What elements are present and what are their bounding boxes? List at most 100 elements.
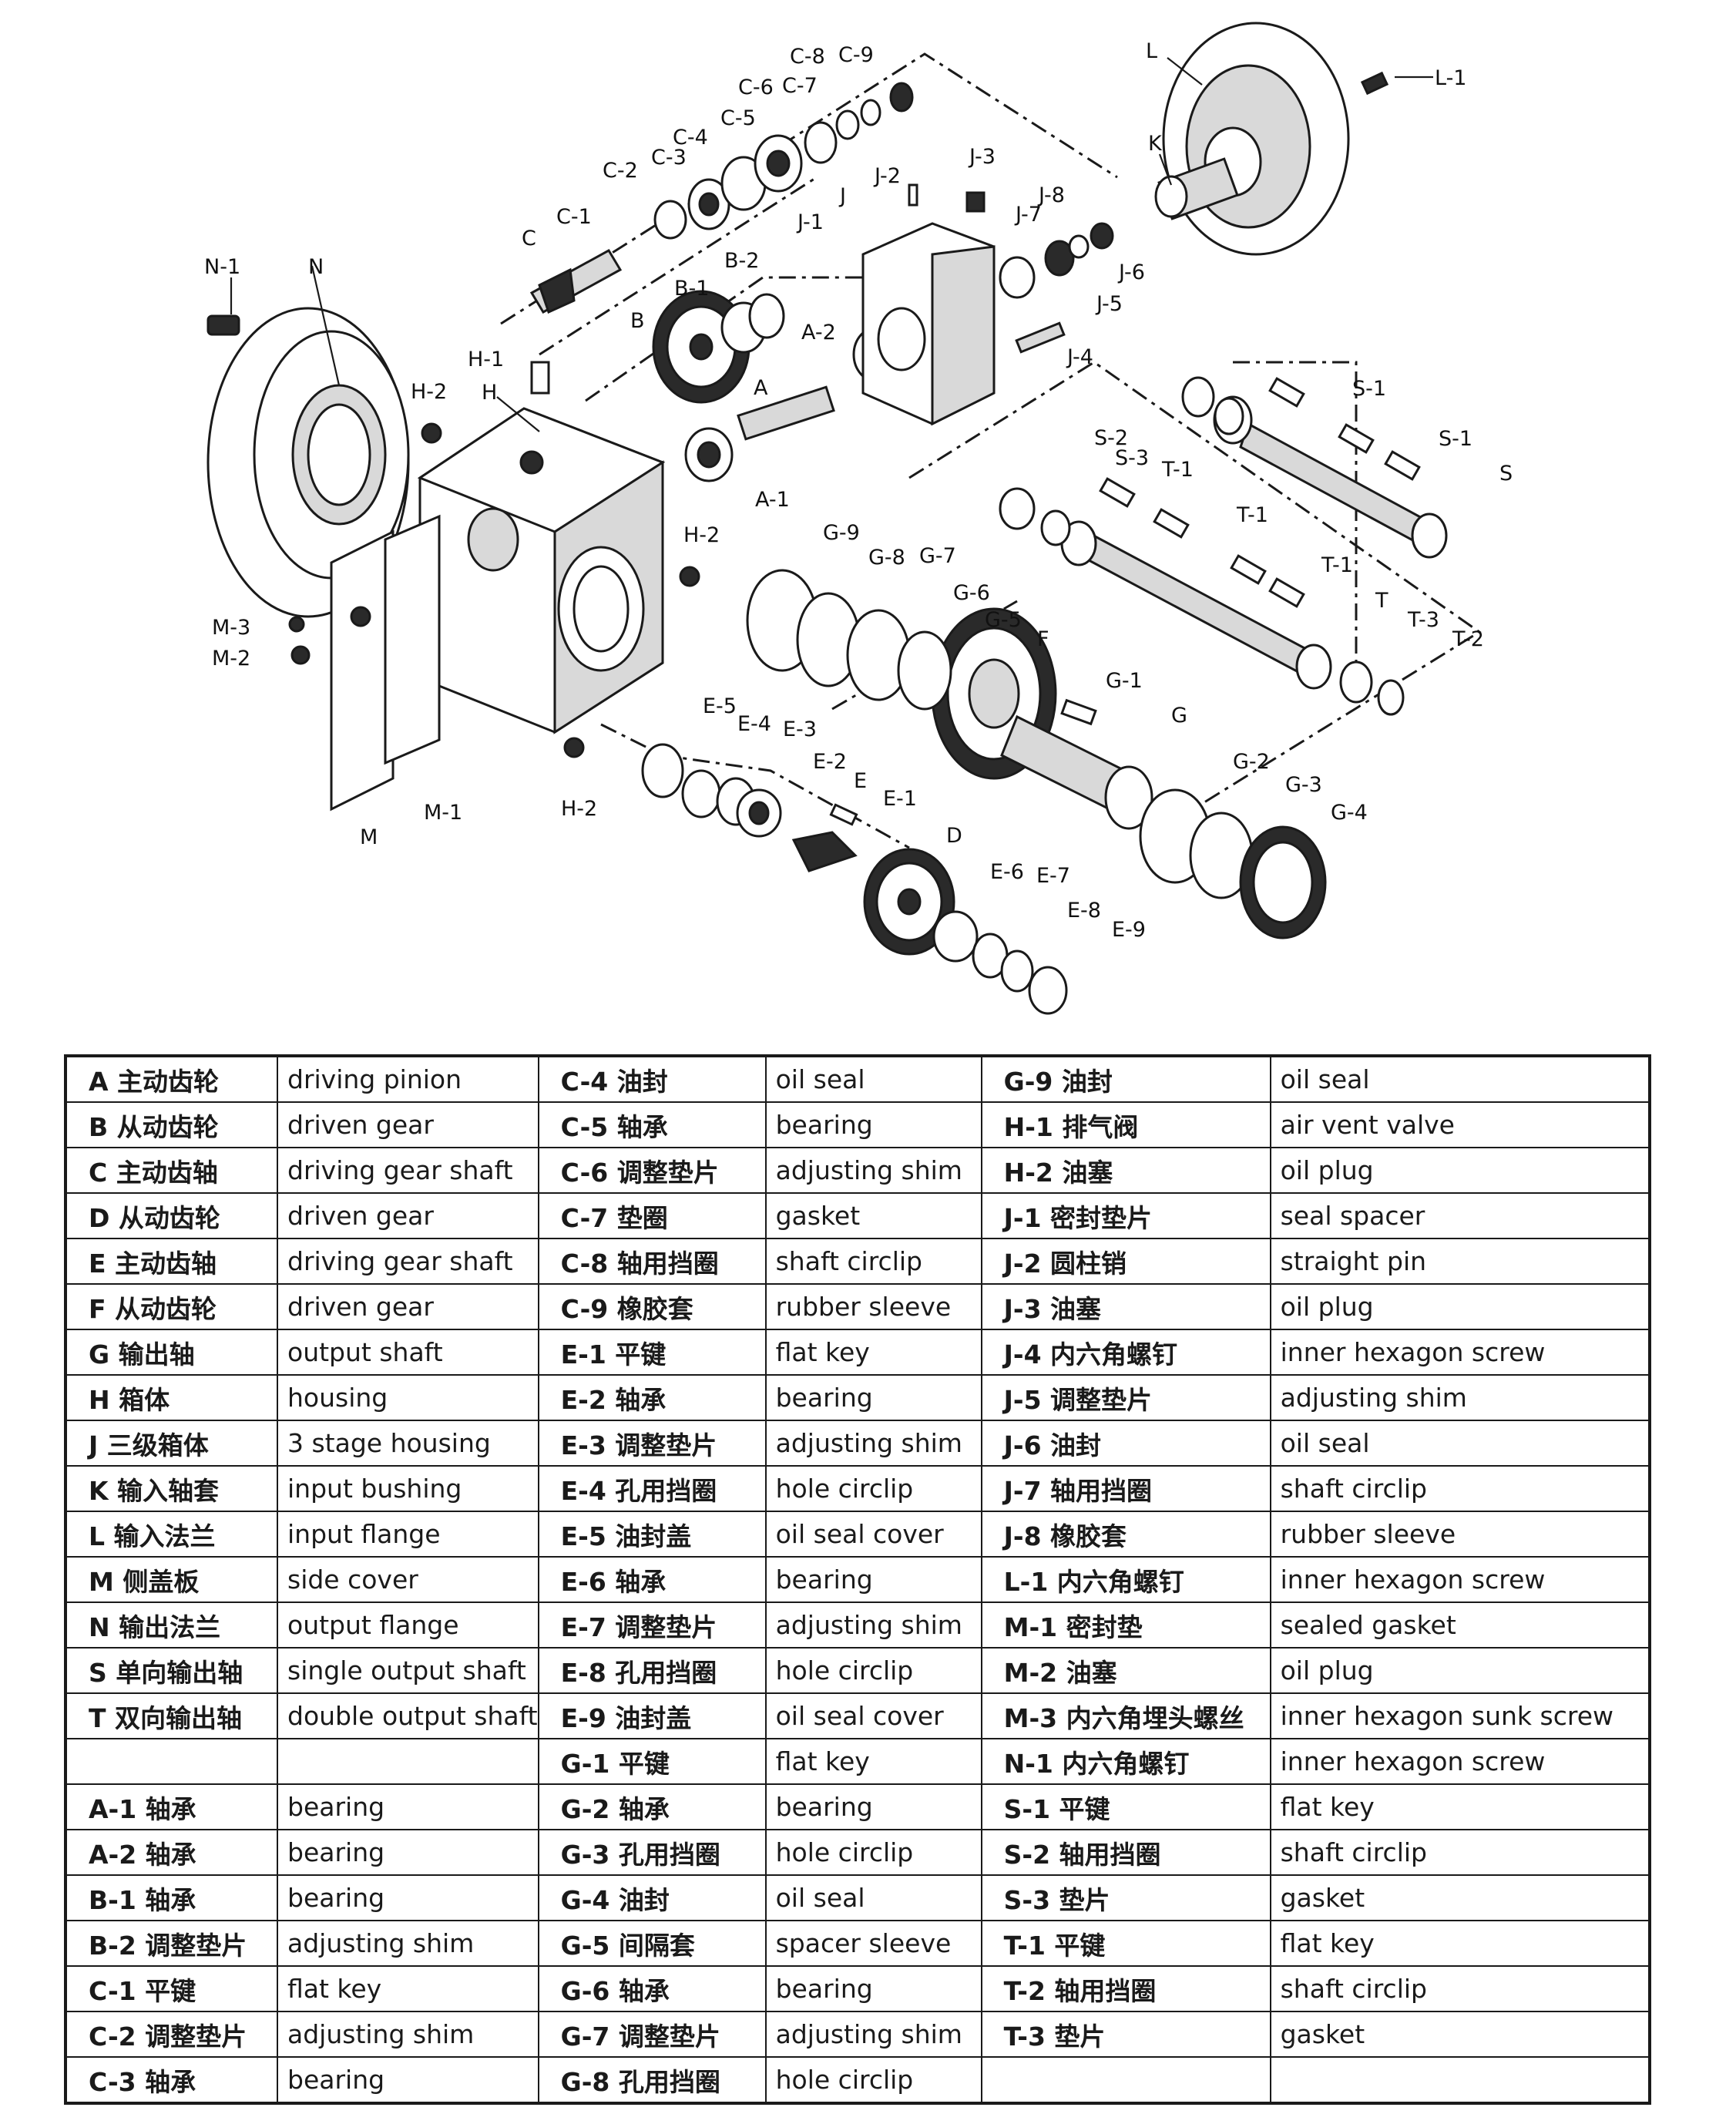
part-name-cell: adjusting shim	[764, 1601, 982, 1649]
driving-gear-shaft-e	[791, 831, 858, 872]
part-name-cell: driving pinion	[277, 1055, 539, 1103]
label-j-8: J-8	[1037, 183, 1065, 207]
label-a-2: A-2	[801, 321, 836, 344]
part-code-cell: M-1 密封垫	[980, 1601, 1271, 1649]
part-code-cell: C-4 油封	[537, 1055, 767, 1103]
label-e: E	[854, 769, 867, 793]
part-code-cell: G-3 孔用挡圈	[537, 1829, 767, 1876]
part-code-cell: C-7 垫圈	[537, 1192, 767, 1239]
part-code-cell: S 单向输出轴	[65, 1647, 278, 1694]
screw-l1	[1360, 71, 1389, 96]
part-name-cell: housing	[277, 1374, 539, 1421]
label-j: J	[838, 184, 846, 208]
part-code-cell: C-3 轴承	[65, 2056, 278, 2104]
label-t-2: T-2	[1452, 627, 1484, 651]
part-code-cell: B-2 调整垫片	[65, 1920, 278, 1967]
label-e-7: E-7	[1036, 864, 1070, 888]
label-k: K	[1148, 132, 1163, 156]
part-name-cell: oil plug	[1269, 1283, 1650, 1330]
part-name-cell: driving gear shaft	[277, 1147, 539, 1194]
label-t-3: T-3	[1407, 608, 1439, 632]
label-c-8: C-8	[790, 45, 825, 69]
part-code-cell: T 双向输出轴	[65, 1692, 278, 1739]
label-b: B	[630, 309, 645, 333]
part-name-cell: oil seal cover	[764, 1692, 982, 1739]
part-name-cell: sealed gasket	[1269, 1601, 1650, 1649]
part-code-cell: C-1 平键	[65, 1965, 278, 2012]
part-name-cell: bearing	[277, 1874, 539, 1921]
part-code-cell: E-4 孔用挡圈	[537, 1465, 767, 1512]
label-g-3: G-3	[1285, 773, 1322, 797]
part-code-cell: J-8 橡胶套	[980, 1511, 1271, 1558]
label-e-3: E-3	[783, 718, 817, 741]
part-name-cell: shaft circlip	[1269, 1465, 1650, 1512]
label-g-6: G-6	[953, 581, 990, 605]
part-name-cell: oil seal cover	[764, 1511, 982, 1558]
part-code-cell: L 输入法兰	[65, 1511, 278, 1558]
part-name-cell: gasket	[1269, 2011, 1650, 2058]
part-name-cell: output flange	[277, 1601, 539, 1649]
part-name-cell: side cover	[277, 1556, 539, 1603]
label-c-9: C-9	[838, 43, 874, 67]
label-m-2: M-2	[212, 647, 250, 670]
driven-gear-d	[863, 848, 955, 956]
label-e-1: E-1	[883, 787, 917, 811]
part-code-cell: J-1 密封垫片	[980, 1192, 1271, 1239]
part-code-cell: B-1 轴承	[65, 1874, 278, 1921]
part-code-cell: G-8 孔用挡圈	[537, 2056, 767, 2104]
part-code-cell: J-4 内六角螺钉	[980, 1329, 1271, 1376]
input-flange-l	[1162, 22, 1350, 256]
part-name-cell: flat key	[1269, 1920, 1650, 1967]
label-c-7: C-7	[782, 74, 818, 98]
part-name-cell: oil seal	[764, 1055, 982, 1103]
part-name-cell: rubber sleeve	[764, 1283, 982, 1330]
part-code-cell: G-1 平键	[537, 1738, 767, 1785]
label-f: F	[1037, 627, 1049, 651]
part-code-cell	[65, 1738, 278, 1785]
part-name-cell: inner hexagon screw	[1269, 1738, 1650, 1785]
label-e-8: E-8	[1067, 899, 1101, 923]
part-name-cell: inner hexagon screw	[1269, 1556, 1650, 1603]
part-code-cell: E-6 轴承	[537, 1556, 767, 1603]
part-name-cell: oil seal	[1269, 1055, 1650, 1103]
part-name-cell: 3 stage housing	[277, 1420, 539, 1467]
part-name-cell: oil plug	[1269, 1647, 1650, 1694]
part-name-cell: bearing	[764, 1556, 982, 1603]
part-name-cell: adjusting shim	[764, 1147, 982, 1194]
label-t-1-b: T-1	[1236, 503, 1268, 527]
part-code-cell: M-2 油塞	[980, 1647, 1271, 1694]
label-t-1-c: T-1	[1321, 553, 1353, 577]
label-m: M	[360, 825, 378, 849]
part-name-cell: air vent valve	[1269, 1101, 1650, 1148]
label-c-5: C-5	[720, 106, 756, 130]
screw-n1	[207, 314, 240, 336]
part-code-cell: S-3 垫片	[980, 1874, 1271, 1921]
part-code-cell: G-6 轴承	[537, 1965, 767, 2012]
label-j-3: J-3	[968, 145, 996, 169]
label-e-6: E-6	[990, 860, 1024, 884]
label-e-5: E-5	[703, 694, 737, 718]
double-output-shaft-t	[1060, 520, 1332, 690]
part-name-cell: input bushing	[277, 1465, 539, 1512]
label-h-2-top: H-2	[411, 380, 447, 404]
part-name-cell: hole circlip	[764, 2056, 982, 2104]
label-b-1: B-1	[674, 277, 709, 301]
part-code-cell: J-5 调整垫片	[980, 1374, 1271, 1421]
part-code-cell: B 从动齿轮	[65, 1101, 278, 1148]
part-name-cell: driving gear shaft	[277, 1238, 539, 1285]
part-code-cell: J-7 轴用挡圈	[980, 1465, 1271, 1512]
part-name-cell: adjusting shim	[1269, 1374, 1650, 1421]
part-code-cell: E 主动齿轴	[65, 1238, 278, 1285]
label-s: S	[1499, 462, 1513, 486]
label-m-1: M-1	[424, 801, 462, 825]
